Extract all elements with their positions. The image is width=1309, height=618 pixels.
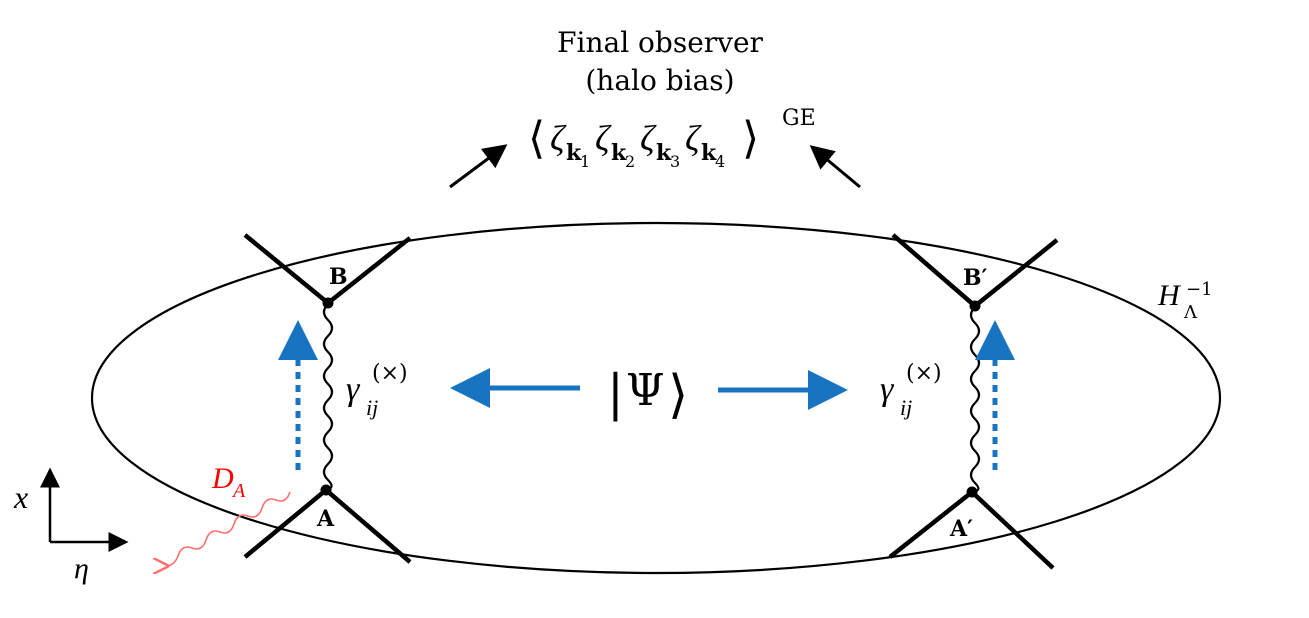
right-graviton-propagator — [969, 306, 981, 494]
x-axis-label: x — [13, 479, 28, 515]
zeta-k2: ζ k 2 — [595, 118, 635, 171]
svg-text:|: | — [607, 364, 624, 422]
right-vertex-structure — [888, 233, 1059, 570]
wavefunction-state: | Ψ ⟩ — [607, 364, 688, 425]
svg-text:D: D — [211, 462, 234, 495]
svg-text:−1: −1 — [1186, 279, 1213, 300]
svg-text:⟩: ⟩ — [742, 113, 759, 164]
vertex-B-prime-dot — [969, 300, 981, 312]
svg-text:k: k — [566, 140, 582, 166]
svg-text:A: A — [231, 480, 246, 502]
coordinate-axes: x η — [13, 467, 129, 585]
svg-text:γ: γ — [880, 371, 895, 408]
left-graviton-label: γ ij (×) — [346, 361, 408, 420]
svg-text:ζ: ζ — [550, 118, 567, 158]
svg-text:(×): (×) — [906, 361, 942, 386]
vertex-A-prime-label: A′ — [949, 516, 973, 542]
correlator: ⟨ ζ k 1 ζ k 2 ζ k 3 ζ k 4 ⟩ GE — [528, 106, 816, 171]
vertex-B-label: B — [329, 264, 348, 290]
zeta-k1: ζ k 1 — [550, 118, 590, 171]
observer-title: Final observer — [557, 26, 763, 59]
svg-text:Ψ: Ψ — [626, 365, 665, 416]
svg-text:ζ: ζ — [685, 118, 702, 158]
svg-text:H: H — [1157, 279, 1182, 312]
svg-text:k: k — [701, 140, 717, 166]
svg-text:ζ: ζ — [640, 118, 657, 158]
correlator-superscript: GE — [782, 106, 816, 131]
horizon-ellipse — [90, 221, 1222, 575]
left-graviton-propagator — [322, 303, 334, 492]
svg-text:2: 2 — [625, 152, 635, 171]
observer-subtitle: (halo bias) — [585, 64, 734, 97]
right-graviton-label: γ ij (×) — [880, 361, 942, 420]
vertex-A-prime-dot — [966, 486, 978, 498]
svg-text:(×): (×) — [372, 361, 408, 386]
svg-text:Λ: Λ — [1183, 302, 1198, 323]
right-observer-arrow — [809, 145, 861, 189]
left-observer-arrow — [449, 144, 508, 189]
svg-text:4: 4 — [715, 152, 725, 171]
eta-axis-label: η — [74, 552, 89, 585]
svg-text:ζ: ζ — [595, 118, 612, 158]
vertex-B-prime-label: B′ — [963, 265, 988, 291]
svg-text:γ: γ — [346, 371, 361, 408]
svg-text:1: 1 — [580, 152, 590, 171]
svg-text:3: 3 — [670, 152, 680, 171]
zeta-k4: ζ k 4 — [685, 118, 725, 171]
zeta-k3: ζ k 3 — [640, 118, 680, 171]
svg-text:k: k — [656, 140, 672, 166]
vertex-A-dot — [320, 484, 332, 496]
horizon-label: H Λ −1 — [1157, 279, 1213, 323]
left-vertex-structure — [243, 233, 412, 564]
vertex-B-dot — [322, 297, 334, 309]
svg-text:⟩: ⟩ — [668, 365, 688, 425]
svg-text:⟨: ⟨ — [528, 113, 545, 164]
svg-text:ij: ij — [366, 395, 378, 420]
decoherence-wavy-arrow — [166, 491, 291, 566]
decoherence-label: D A — [211, 462, 246, 502]
svg-text:ij: ij — [900, 395, 912, 420]
vertex-A-label: A — [316, 506, 335, 532]
svg-text:k: k — [611, 140, 627, 166]
